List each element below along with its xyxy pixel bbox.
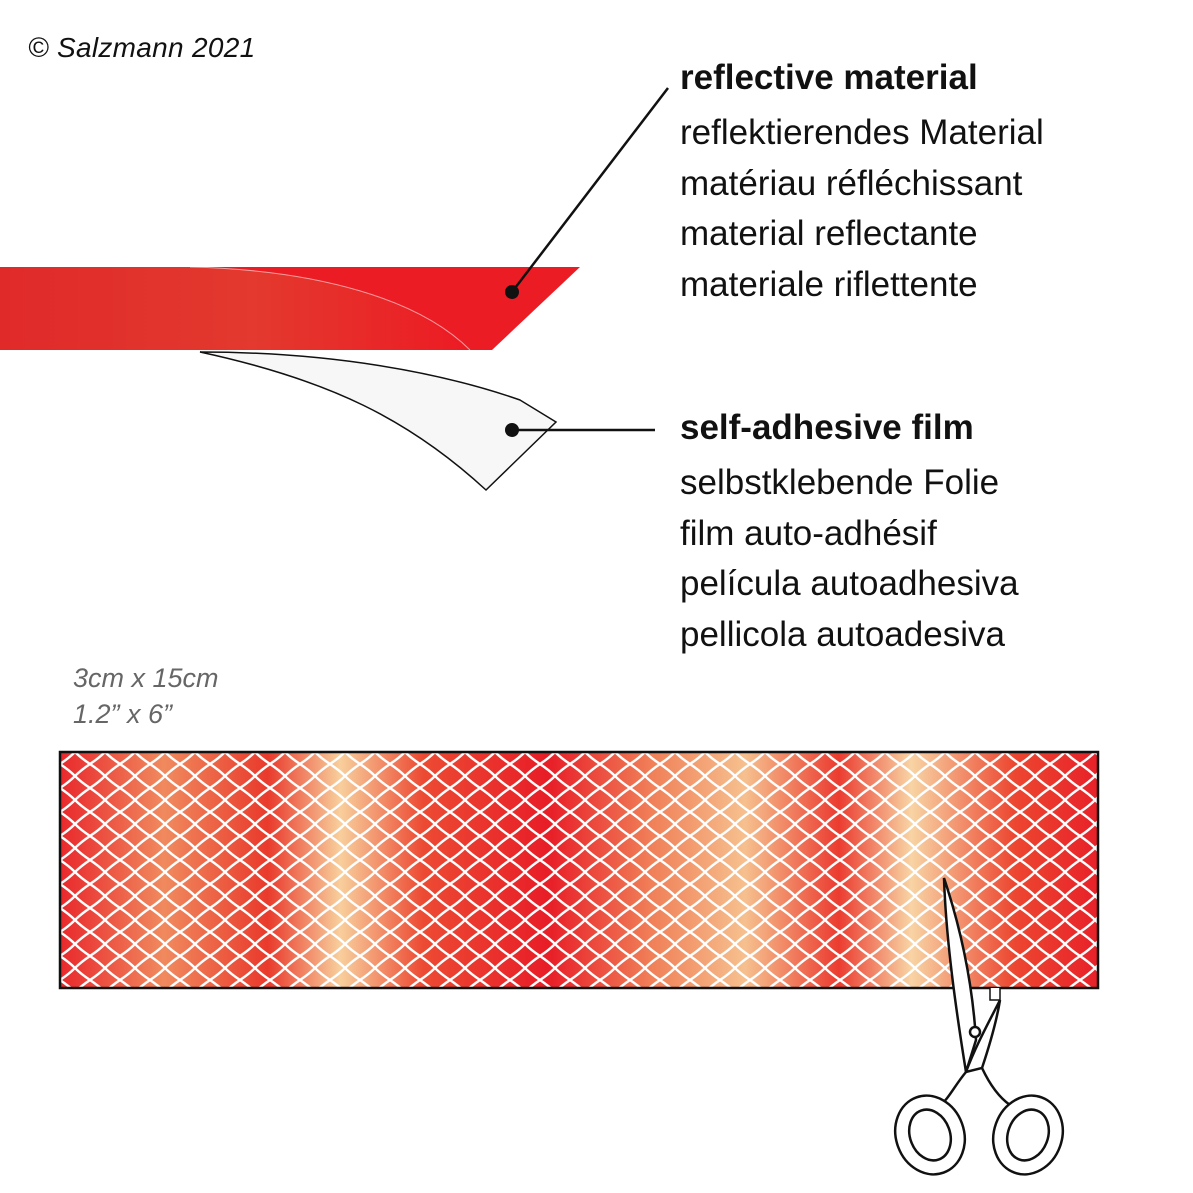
self-adhesive-film-layer <box>199 351 558 492</box>
reflective-translation-fr: matériau réfléchissant <box>680 163 1023 203</box>
scissors-icon <box>893 877 1065 1176</box>
reflective-pointer-dot <box>505 285 519 299</box>
reflective-strip <box>60 752 1098 988</box>
adhesive-translation-fr: film auto-adhésif <box>680 513 937 553</box>
reflective-material-label: reflective material reflektierendes Mate… <box>680 58 1044 310</box>
adhesive-title: self-adhesive film <box>680 408 974 447</box>
reflective-translation-es: material reflectante <box>680 214 978 253</box>
reflective-shading <box>0 267 462 350</box>
adhesive-translation-es: película autoadhesiva <box>680 564 1019 603</box>
reflective-leader-line <box>511 87 669 293</box>
reflective-title: reflective material <box>680 58 978 97</box>
strip-dimensions: 3cm x 15cm 1.2” x 6” <box>73 660 219 732</box>
copyright-notice: © Salzmann 2021 <box>28 32 256 63</box>
dimension-metric: 3cm x 15cm <box>73 663 219 693</box>
self-adhesive-film-label: self-adhesive film selbstklebende Folie … <box>680 408 1019 660</box>
dimension-imperial: 1.2” x 6” <box>73 699 173 729</box>
reflective-translation-de: reflektierendes Material <box>680 113 1044 152</box>
reflective-strip-border <box>58 750 1100 990</box>
adhesive-translation-de: selbstklebende Folie <box>680 463 1000 502</box>
adhesive-pointer-dot <box>505 423 519 437</box>
reflective-translation-it: materiale riflettente <box>680 264 978 304</box>
adhesive-translation-it: pellicola autoadesiva <box>680 614 1005 654</box>
